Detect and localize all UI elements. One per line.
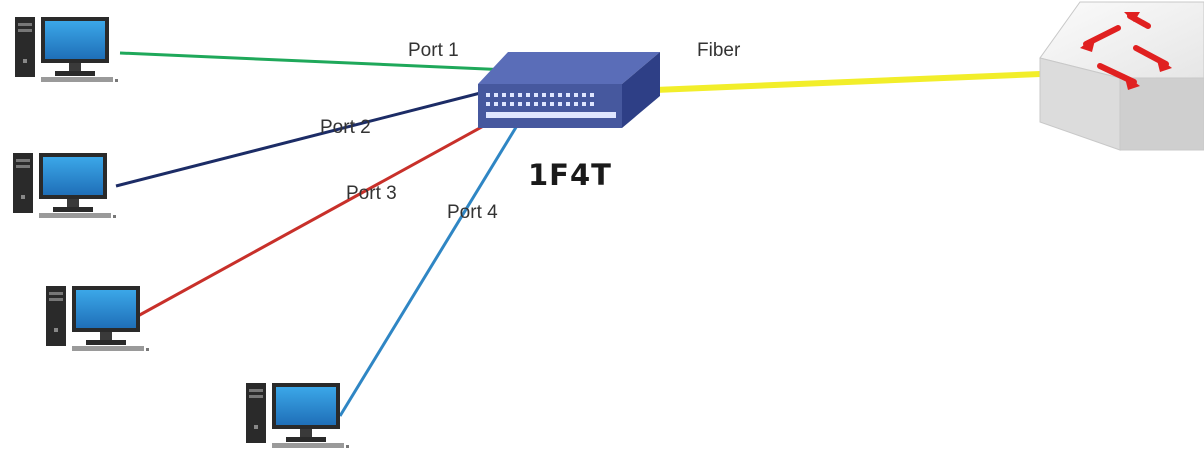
network-switch-icon bbox=[1039, 1, 1204, 151]
device-model-label: 1F4T bbox=[528, 158, 612, 192]
desktop-computer-icon bbox=[13, 153, 116, 218]
fiber-cable bbox=[654, 71, 1041, 93]
desktop-computer-icon bbox=[246, 383, 349, 448]
port-4-cable bbox=[338, 123, 520, 417]
port-2-label: Port 2 bbox=[320, 117, 371, 138]
fiber-label: Fiber bbox=[697, 40, 741, 61]
port-3-cable bbox=[135, 116, 499, 319]
port-3-label: Port 3 bbox=[346, 183, 397, 204]
media-converter-icon bbox=[478, 52, 660, 128]
port-1-label: Port 1 bbox=[408, 40, 459, 61]
port-1-cable bbox=[119, 51, 511, 72]
desktop-computer-icon bbox=[15, 17, 118, 82]
port-4-label: Port 4 bbox=[447, 202, 498, 223]
desktop-computer-icon bbox=[46, 286, 149, 351]
port-2-cable bbox=[115, 86, 501, 188]
